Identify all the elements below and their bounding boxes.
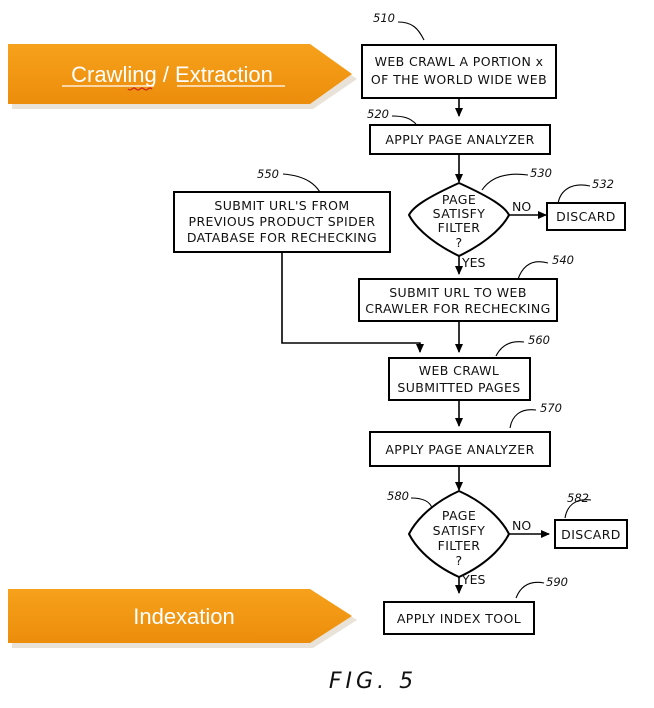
banner-separator-text: / [157, 62, 175, 87]
arrowhead-560-main [455, 344, 463, 353]
node-540-line2: CRAWLER FOR RECHECKING [365, 301, 550, 316]
leader-540 [517, 261, 549, 280]
node-520-apply-page-analyzer: APPLY PAGE ANALYZER 520 [367, 107, 551, 155]
node-582-discard: DISCARD 582 [554, 491, 628, 549]
node-540-line1: SUBMIT URL TO WEB [389, 285, 527, 300]
ref-532: 532 [592, 177, 614, 191]
node-560-web-crawl-submitted: WEB CRAWL SUBMITTED PAGES 560 [388, 333, 550, 401]
node-580-decision-filter: PAGE SATISFY FILTER ? 580 [387, 489, 511, 579]
edge-label-no-580: NO [512, 518, 531, 533]
leader-510 [397, 21, 425, 41]
node-560-line1: WEB CRAWL [419, 363, 500, 378]
node-530-line1: PAGE [442, 192, 476, 207]
arrowhead-582 [541, 530, 550, 538]
ref-560: 560 [528, 333, 550, 347]
node-532-discard: DISCARD 532 [546, 177, 626, 231]
indexation-banner: Indexation [8, 589, 357, 648]
leader-582 [564, 499, 592, 519]
arrowhead-580 [455, 482, 463, 491]
node-560-line2: SUBMITTED PAGES [397, 380, 520, 395]
node-580-line2: SATISFY [433, 523, 486, 538]
node-580-line4: ? [455, 553, 462, 568]
ref-530: 530 [530, 166, 552, 180]
node-510-line1: WEB CRAWL A PORTION x [375, 54, 544, 69]
node-550-line2: PREVIOUS PRODUCT SPIDER [189, 214, 376, 229]
arrowhead-520 [455, 108, 463, 117]
ref-540: 540 [552, 253, 574, 267]
arrowhead-540 [455, 266, 463, 275]
node-532-line1: DISCARD [556, 209, 616, 224]
leader-520 [391, 115, 417, 125]
node-530-line2: SATISFY [433, 206, 486, 221]
ref-580: 580 [387, 489, 409, 503]
node-580-line3: FILTER [438, 538, 481, 553]
node-550-submit-urls-previous: SUBMIT URL'S FROM PREVIOUS PRODUCT SPIDE… [173, 167, 391, 253]
arrowhead-530 [455, 174, 463, 183]
node-580-line1: PAGE [442, 508, 476, 523]
node-530-line4: ? [455, 235, 462, 250]
node-590-line1: APPLY INDEX TOOL [397, 611, 521, 626]
leader-590 [515, 581, 545, 599]
node-590-apply-index-tool: APPLY INDEX TOOL 590 [383, 575, 568, 635]
node-570-line1: APPLY PAGE ANALYZER [385, 442, 534, 457]
leader-570 [509, 409, 537, 429]
node-510-line2: OF THE WORLD WIDE WEB [371, 72, 547, 87]
ref-590: 590 [546, 575, 568, 589]
node-550-line1: SUBMIT URL'S FROM [214, 198, 349, 213]
arrowhead-532 [538, 211, 547, 219]
reference-leader-lines [282, 21, 592, 599]
leader-530 [481, 173, 529, 191]
figure-caption: FIG. 5 [329, 669, 417, 694]
node-550-line3: DATABASE FOR RECHECKING [187, 230, 377, 245]
leader-532 [557, 184, 591, 205]
banner-crawling-text: Crawling [71, 62, 157, 87]
crawling-extraction-banner: Crawling / Extraction [8, 44, 357, 109]
leader-560 [495, 341, 525, 357]
node-520-line1: APPLY PAGE ANALYZER [385, 132, 534, 147]
node-530-line3: FILTER [438, 220, 481, 235]
banner-indexation-text: Indexation [133, 604, 235, 629]
banner-extraction-text: Extraction [175, 62, 273, 87]
edge-label-yes-530: YES [461, 255, 486, 270]
leader-550 [282, 173, 321, 193]
node-530-decision-filter: PAGE SATISFY FILTER ? 530 [407, 166, 552, 258]
flow-edges [281, 98, 549, 593]
edge-label-yes-580: YES [461, 572, 486, 587]
arrowhead-560-side [416, 344, 424, 353]
spellcheck-squiggle [127, 87, 153, 91]
leader-580 [410, 497, 433, 509]
node-570-apply-page-analyzer: APPLY PAGE ANALYZER 570 [369, 401, 562, 467]
ref-520: 520 [367, 107, 389, 121]
ref-510: 510 [373, 11, 395, 25]
ref-570: 570 [540, 401, 562, 415]
node-582-line1: DISCARD [561, 527, 621, 542]
ref-582: 582 [567, 491, 589, 505]
arrowhead-570 [455, 418, 463, 427]
node-540-submit-url-crawler: SUBMIT URL TO WEB CRAWLER FOR RECHECKING… [358, 253, 574, 322]
arrowhead-590 [455, 585, 463, 594]
flow-arrowheads [416, 108, 550, 594]
ref-550: 550 [257, 167, 279, 181]
edge-label-no-530: NO [512, 199, 531, 214]
svg-text:Crawling / Extraction: Crawling / Extraction [71, 62, 273, 87]
node-510-web-crawl-portion: WEB CRAWL A PORTION x OF THE WORLD WIDE … [361, 11, 557, 99]
